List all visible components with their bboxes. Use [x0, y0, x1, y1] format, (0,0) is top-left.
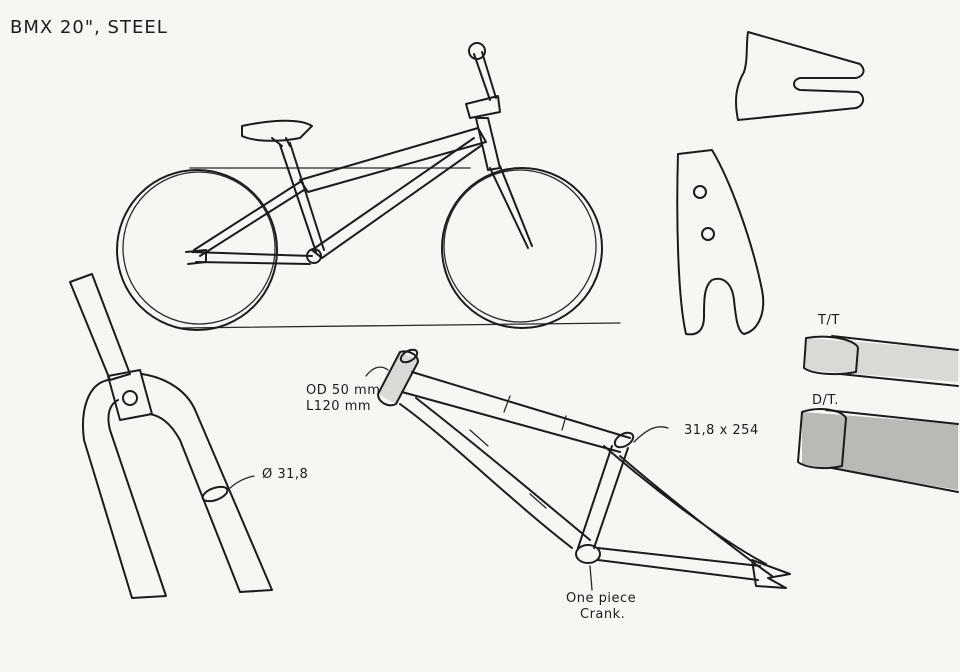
- bike-top-tube: [299, 127, 487, 193]
- tube-profiles: T/T D/T.: [797, 313, 959, 493]
- ground-line: [179, 322, 621, 329]
- frame-seat-stay: [603, 445, 773, 577]
- head-tube-top: [399, 348, 419, 364]
- fork-steerer-tube: [69, 273, 131, 381]
- frame-rear-dropout: [751, 559, 791, 589]
- gusset-plate-outline: [735, 31, 865, 121]
- fork-detail: Ø 31,8: [69, 273, 308, 599]
- rear-dropout: [185, 249, 207, 265]
- frame-seat-tube: [577, 445, 629, 549]
- fork-diameter-label: Ø 31,8: [262, 467, 308, 482]
- bike-stem: [465, 95, 501, 119]
- down-tube-profile-end: [797, 408, 847, 470]
- bike-chain-stay: [191, 251, 313, 265]
- gusset-plate-top: [735, 31, 865, 121]
- frame-bottom-bracket: [575, 544, 601, 564]
- head-tube-od-label: OD 50 mm: [306, 383, 380, 398]
- bar-end: [468, 42, 486, 60]
- crank-callout-arrow: [589, 565, 593, 591]
- bottom-bracket: [306, 248, 322, 264]
- top-tube-profile-end: [803, 335, 859, 376]
- dropout-plate-outline: [676, 149, 765, 336]
- top-tube-profile: [831, 335, 959, 387]
- bike-seat-post: [271, 137, 291, 147]
- rear-wheel: [116, 169, 278, 331]
- fork-section-cut: [201, 485, 229, 503]
- weld-marks: [469, 395, 567, 509]
- seat-tube-dim-label: 31,8 x 254: [684, 423, 759, 438]
- rear-wheel-rim: [122, 171, 276, 325]
- front-wheel-rim: [443, 169, 597, 323]
- bike-seat-stay: [193, 181, 305, 257]
- fork-leg-left: [82, 379, 167, 599]
- dropout-plate: [676, 149, 765, 336]
- down-tube-label: D/T.: [812, 393, 839, 408]
- dropout-hole-upper: [693, 185, 707, 199]
- fork-leg-right: [141, 373, 273, 593]
- seat-tube-top: [613, 431, 635, 449]
- down-tube-shading: [802, 412, 958, 490]
- bike-fork: [489, 165, 533, 249]
- frame-chain-stay: [597, 547, 761, 581]
- bike-down-tube: [311, 137, 483, 259]
- top-tube-label: T/T: [817, 313, 840, 328]
- frame-down-tube: [399, 397, 591, 549]
- frame-detail: OD 50 mm L120 mm 31,8 x 254 One piece Cr…: [306, 348, 791, 622]
- fork-crown-hole: [122, 390, 138, 406]
- head-tube-length-label: L120 mm: [306, 399, 371, 414]
- head-tube-callout-arrow: [365, 366, 389, 377]
- top-tube-shading: [806, 338, 958, 382]
- dropout-hole-lower: [701, 227, 715, 241]
- bike-side-view: [116, 42, 621, 331]
- front-wheel: [441, 167, 603, 329]
- bike-seat-tube: [279, 142, 325, 253]
- frame-top-tube: [401, 371, 631, 453]
- bike-saddle: [241, 119, 313, 142]
- seat-tube-callout-arrow: [633, 426, 669, 443]
- sheet-title: BMX 20", STEEL: [10, 17, 168, 38]
- head-tube-shading: [378, 352, 418, 404]
- bike-handlebar: [473, 51, 497, 101]
- fork-callout-arrow: [227, 475, 255, 491]
- crank-label-line1: One piece: [566, 591, 636, 606]
- fork-crown: [107, 369, 153, 421]
- down-tube-profile: [825, 409, 959, 493]
- crank-label-line2: Crank.: [580, 607, 625, 622]
